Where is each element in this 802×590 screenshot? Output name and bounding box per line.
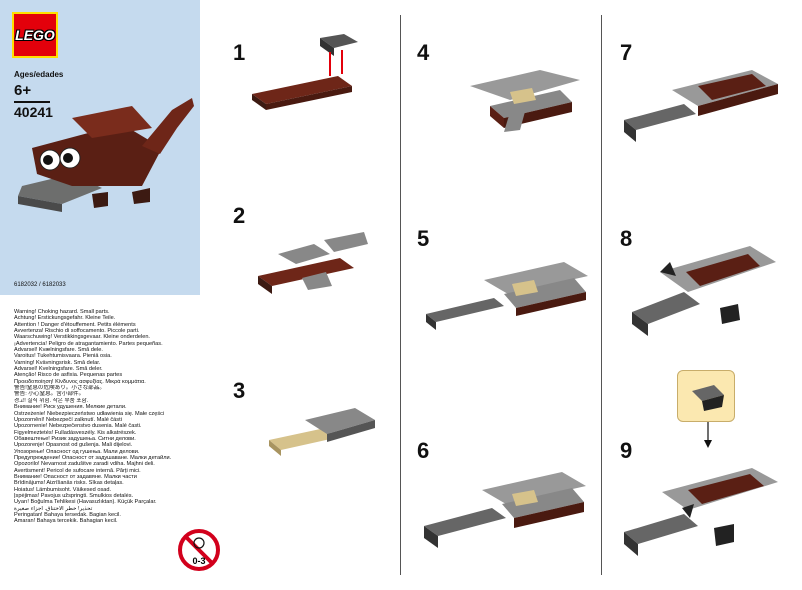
warning-line: 警告!窒息の危険あり。小さな部品。 [14, 385, 105, 392]
age-restriction-icon: 0-3 [178, 529, 220, 571]
warning-line: Upozornění! Nebezpečí zalknutí. Malé čás… [14, 416, 122, 423]
lego-logo: LEGO [12, 12, 58, 58]
warning-line: Opozorilo! Nevarnost zadušitve zaradi vd… [14, 461, 155, 468]
warning-line: Upozornenie! Nebezpečenstvo dusenia. Mal… [14, 423, 142, 430]
warning-line: تحذير! خطر الاختناق. أجزاء صغيرة [14, 505, 93, 512]
warning-line: Varning! Kvävningsrisk. Små delar. [14, 359, 101, 366]
warning-line: Varoitus! Tukehtumisvaara. Pieniä osia. [14, 353, 112, 360]
step-2-illustration [258, 232, 368, 294]
step-1-illustration [252, 34, 358, 110]
warning-line: Amaran! Bahaya tercekik. Bahagian kecil. [14, 518, 118, 525]
set-number: 40241 [14, 104, 53, 120]
callout-part-illustration [692, 385, 724, 411]
warning-line: Advarsel! Kvelningsfare. Små deler. [14, 366, 103, 373]
warning-line: Внимание! Опасност от задавяне. Малки ча… [14, 473, 137, 480]
choking-warnings: Warning! Choking hazard. Small parts.Ach… [14, 309, 194, 525]
sidebar: LEGO Ages/edades 6+ 40241 6182032 / 6182… [0, 0, 220, 590]
warning-line: Avvertenza! Rischio di soffocamento. Pic… [14, 328, 140, 335]
platypus-model-image [18, 98, 194, 212]
warning-line: Uyarı! Boğulma Tehlikesi (Havasızlıktan)… [14, 499, 157, 506]
step-9-callout [677, 370, 735, 422]
step-9-illustration [624, 468, 778, 556]
warning-line: Hoiatus! Lämbumisoht. Väikesed osad. [14, 486, 112, 493]
warning-line: Упозорење! Опасност од гушења. Мали дело… [14, 448, 140, 455]
warning-line: Обавештење! Ризик задушења. Ситни делови… [14, 435, 136, 442]
ages-label: Ages/edades [14, 70, 64, 79]
step-number: 8 [620, 226, 633, 251]
product-panel: LEGO Ages/edades 6+ 40241 6182032 / 6182… [0, 0, 200, 295]
warning-line: 警告: 小心窒息。含小部件。 [14, 391, 85, 398]
step-6-illustration [424, 472, 586, 548]
warning-line: Peringatan! Bahaya tersedak. Bagian keci… [14, 512, 121, 518]
warning-line: Ostrzeżenie! Niebezpieczeństwo udławieni… [14, 410, 165, 417]
warning-line: Внимание! Риск удушения. Мелкие детали. [14, 404, 127, 411]
step-number: 7 [620, 40, 633, 65]
warning-line: Atenção! Risco de asfixia. Pequenas part… [14, 372, 123, 379]
step-7-illustration [624, 70, 778, 142]
step-number: 2 [233, 203, 246, 228]
warning-line: Waarschuwing! Verstikkingsgevaar. Kleine… [14, 334, 150, 341]
step-3-illustration [269, 408, 375, 456]
column-divider [400, 15, 401, 575]
step-number: 3 [233, 378, 246, 403]
warning-line: Warning! Choking hazard. Small parts. [14, 309, 110, 315]
warning-line: Brīdinājums! Aizrīšanās risks. Sīkas det… [14, 480, 124, 487]
callout-arrow [704, 422, 712, 448]
step-number: 9 [620, 438, 633, 463]
step-4-illustration [470, 70, 580, 132]
age-divider [14, 101, 50, 103]
choke-age-label: 0-3 [192, 556, 205, 566]
step-number: 1 [233, 40, 246, 65]
step-5-illustration [426, 262, 588, 330]
warning-line: Предупреждение! Опасност от задушаване. … [14, 454, 172, 461]
element-codes: 6182032 / 6182033 [14, 282, 66, 288]
column-divider [601, 15, 602, 575]
warning-line: Achtung! Erstickungsgefahr. Kleine Teile… [14, 315, 116, 322]
age-value: 6+ [14, 82, 32, 99]
warning-line: Attention ! Danger d'étouffement. Petits… [14, 321, 136, 328]
warning-line: Avertisment! Pericol de sufocare internă… [14, 467, 141, 474]
warning-line: Upozorenje! Opasnost od gušenja. Mali di… [14, 442, 133, 449]
warning-line: Figyelmeztetés! Fulladásveszély. Kis alk… [14, 429, 137, 436]
logo-text: LEGO [15, 27, 55, 43]
warning-line: ¡Advertencia! Peligro de atragantamiento… [14, 340, 163, 347]
warning-line: Advarsel! Kvælningsfare. Små dele. [14, 347, 103, 354]
warning-line: 경고! 질식 위험. 작은 부품 포함. [14, 397, 89, 404]
step-number: 6 [417, 438, 430, 463]
step-8-illustration [632, 246, 776, 336]
step-number: 4 [417, 40, 430, 65]
step-number: 5 [417, 226, 430, 251]
warning-line: Προειδοποίηση! Κίνδυνος ασφυξίας. Μικρά … [14, 378, 146, 385]
warning-line: Įspėjimas! Pavojus užspringti. Smulkios … [14, 492, 134, 499]
